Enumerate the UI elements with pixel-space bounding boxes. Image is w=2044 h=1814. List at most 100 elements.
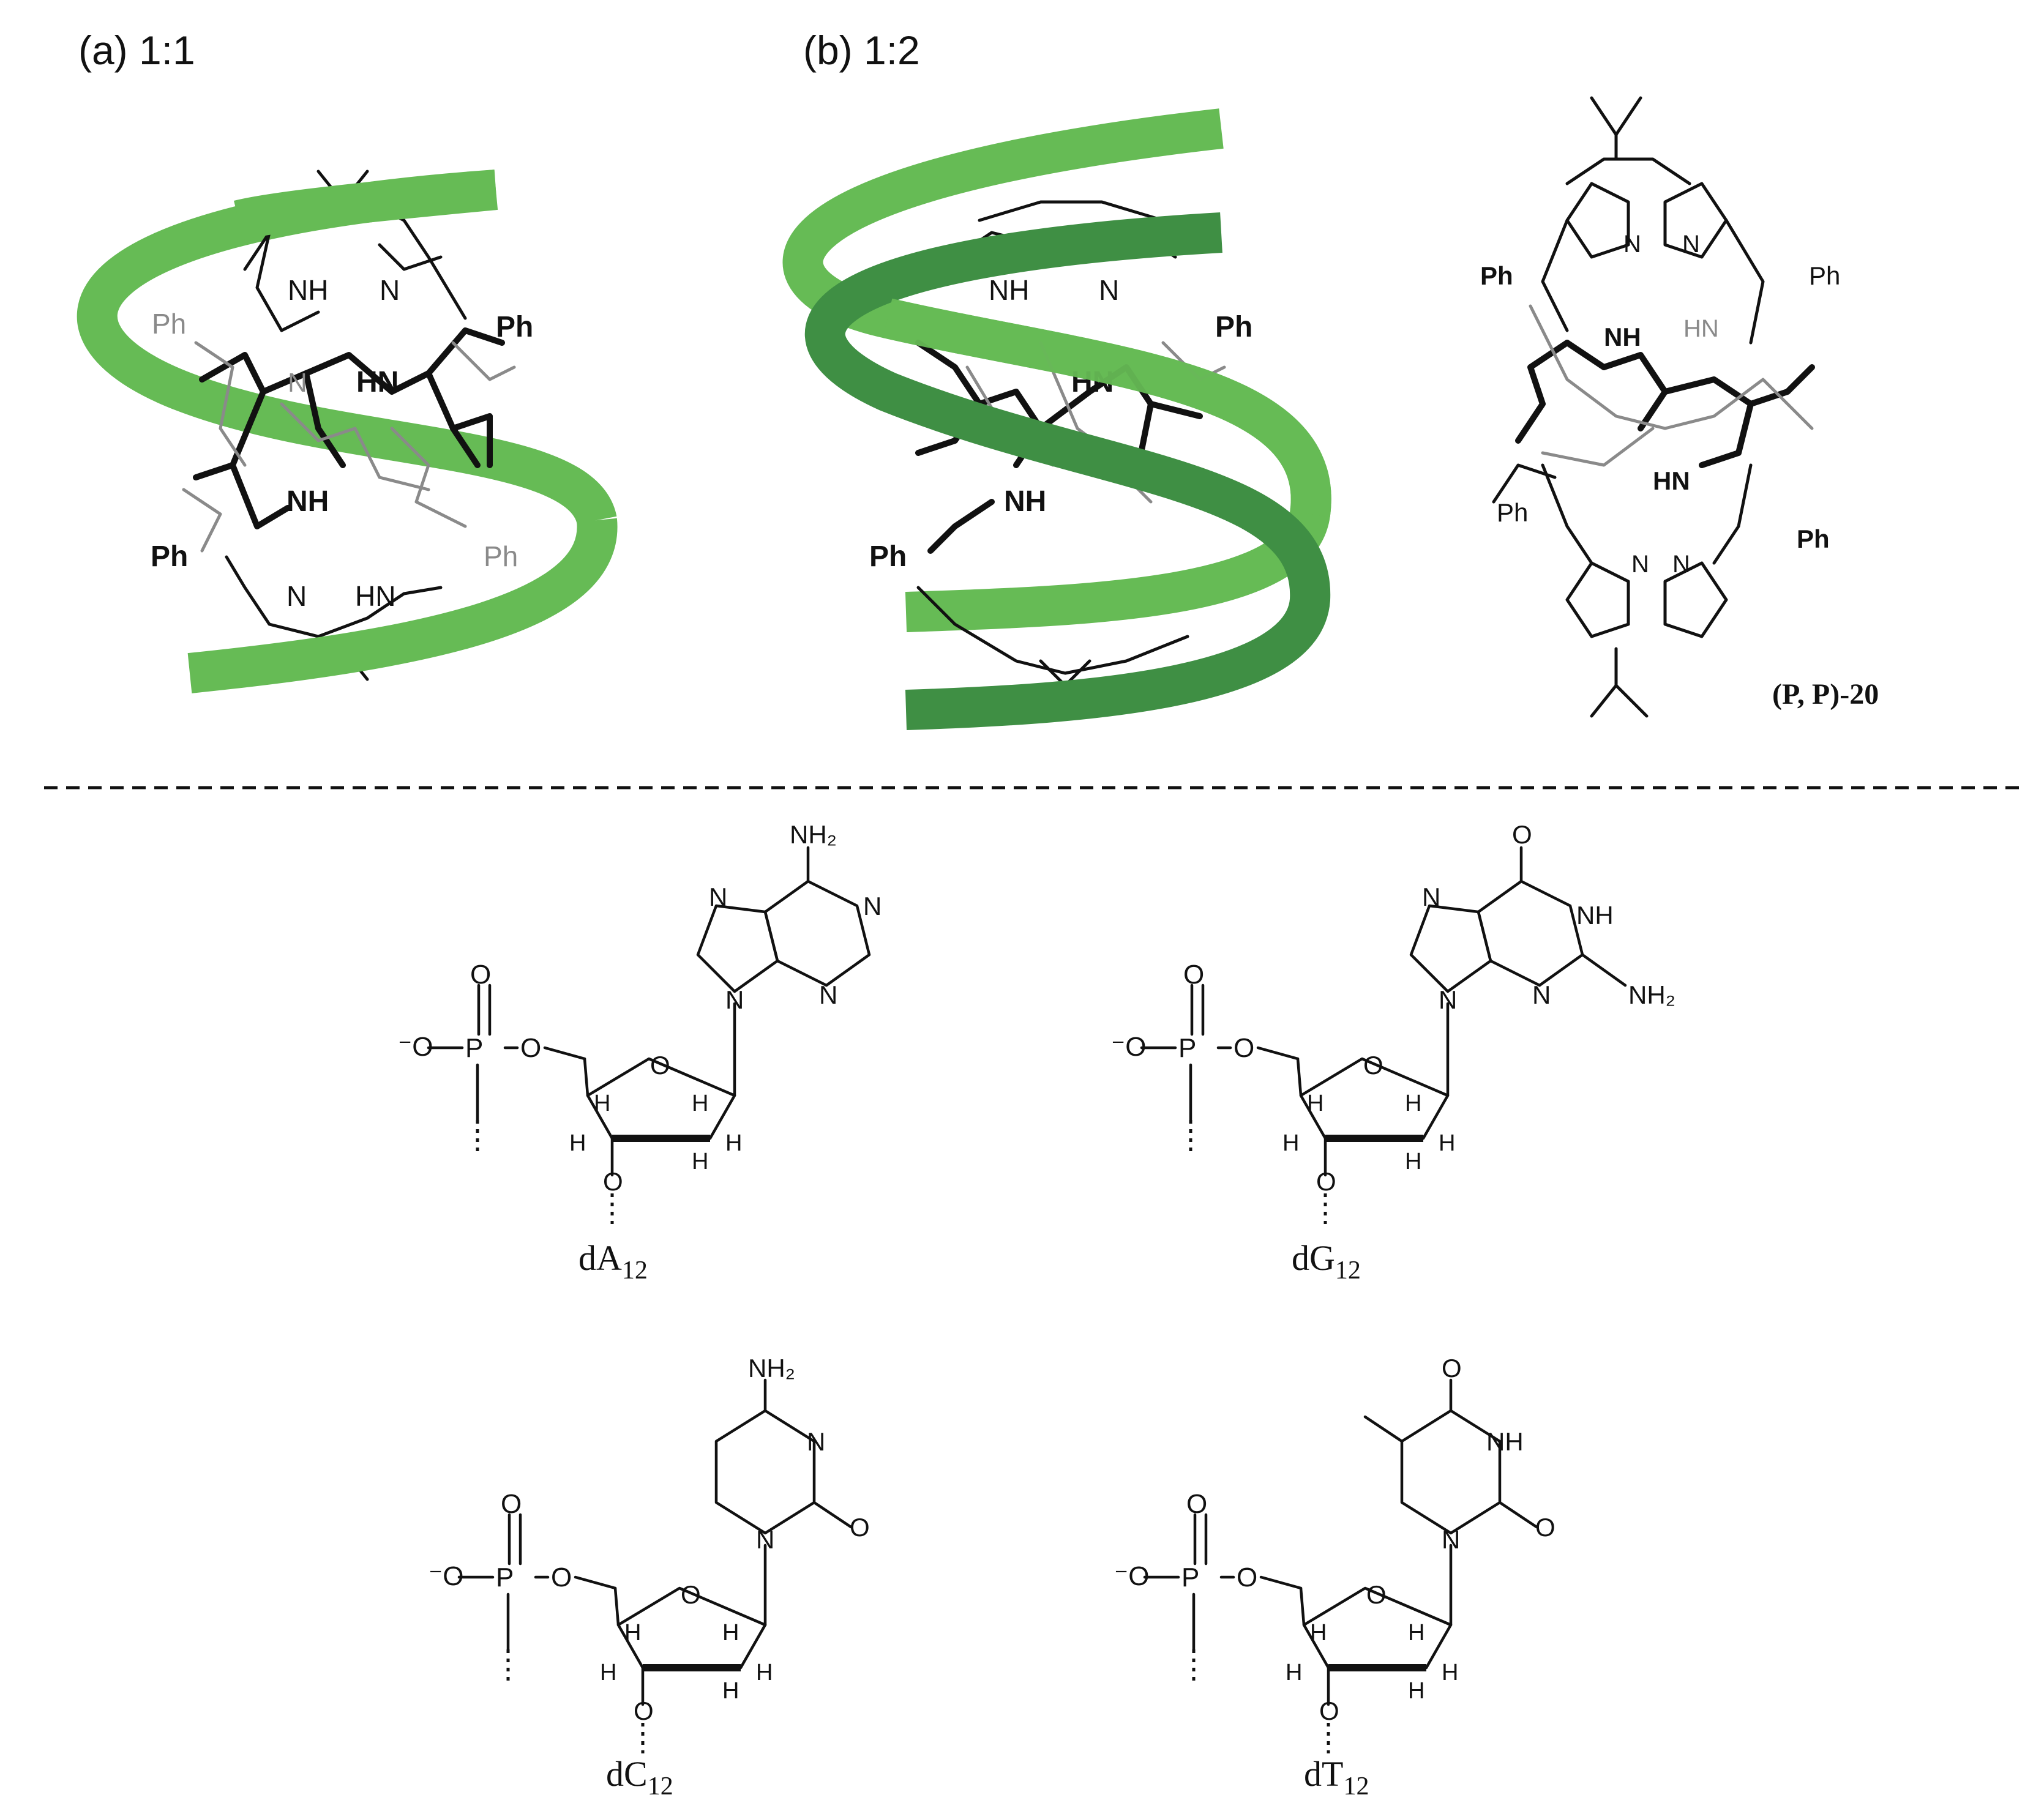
dT12-O-ring: O bbox=[1366, 1580, 1387, 1609]
dC12-N1: N bbox=[756, 1525, 774, 1554]
dT12-N1: N bbox=[1442, 1525, 1460, 1554]
pp20-label-ph-bottom-right: Ph bbox=[1797, 524, 1830, 553]
dG12-N7: N bbox=[1422, 883, 1440, 911]
dC12-O-minus: ⁻O bbox=[429, 1561, 463, 1591]
dC12-NH2: NH₂ bbox=[748, 1354, 795, 1383]
b-label-n-top: N bbox=[1099, 274, 1119, 306]
dA12-H3: H bbox=[569, 1130, 586, 1156]
dC12-O2: O bbox=[850, 1513, 870, 1542]
dG12-O-minus: ⁻O bbox=[1111, 1032, 1146, 1062]
a-label-nh-bold: NH bbox=[286, 485, 329, 518]
dT12-caption: dT12 bbox=[1304, 1754, 1369, 1801]
dT12-H4: H bbox=[1408, 1678, 1424, 1704]
dC12-O-ester: O bbox=[551, 1562, 572, 1592]
dA12-H2: H bbox=[692, 1091, 708, 1116]
dG12-N9: N bbox=[1439, 985, 1457, 1014]
dG12-O-ester: O bbox=[1234, 1033, 1254, 1063]
dG12-O3: O bbox=[1316, 1167, 1336, 1196]
a-label-ph-gray-right: Ph bbox=[484, 540, 518, 572]
dT12-H5: H bbox=[1442, 1660, 1458, 1685]
dA12-caption: dA12 bbox=[578, 1238, 648, 1285]
panel-a-complex: NH N Ph Ph N HN NH Ph Ph N HN bbox=[77, 170, 618, 693]
dT12-O-minus: ⁻O bbox=[1114, 1561, 1149, 1591]
dG12-H2: H bbox=[1405, 1091, 1421, 1116]
dC12-H5: H bbox=[756, 1660, 773, 1685]
helix-b-dark bbox=[804, 212, 1331, 730]
dC12-H3: H bbox=[600, 1660, 616, 1685]
pp20-label-ph-top-left: Ph bbox=[1480, 261, 1513, 290]
dA12-N1: N bbox=[863, 892, 882, 920]
dA12-N3: N bbox=[819, 980, 837, 1009]
dG12-O-ring: O bbox=[1363, 1051, 1383, 1080]
pp20-label-ph-bottom-left: Ph bbox=[1497, 498, 1528, 527]
helix-a-back bbox=[77, 170, 617, 526]
dG12-O-double: O bbox=[1183, 960, 1204, 990]
pp20-label-n-bottom-left: N bbox=[1631, 551, 1649, 578]
dA12-H1: H bbox=[594, 1091, 610, 1116]
dA12-O-ring: O bbox=[650, 1051, 670, 1080]
dC12-P: P bbox=[496, 1562, 514, 1592]
b-label-ph-right: Ph bbox=[1215, 311, 1252, 343]
dT12-H3: H bbox=[1286, 1660, 1302, 1685]
dG12-H1: H bbox=[1307, 1091, 1323, 1116]
dT12-O4: O bbox=[1442, 1354, 1462, 1383]
helix-a-top bbox=[234, 170, 498, 241]
dA12-NH2: NH₂ bbox=[790, 820, 837, 849]
a-label-n-bottom: N bbox=[286, 580, 307, 612]
dT12-O3: O bbox=[1319, 1696, 1339, 1725]
dC12-O3: O bbox=[634, 1696, 654, 1725]
dT12-O-ester: O bbox=[1237, 1562, 1257, 1592]
nucleotide-dC12 bbox=[457, 1378, 853, 1753]
helix-a-front bbox=[187, 518, 618, 693]
a-label-hn: HN bbox=[356, 366, 399, 398]
b-label-nh-top: NH bbox=[989, 274, 1029, 306]
b-label-ph-left: Ph bbox=[869, 540, 907, 573]
helix-b-light-front bbox=[883, 298, 1331, 517]
dC12-O-ring: O bbox=[681, 1580, 701, 1609]
dA12-N9: N bbox=[725, 985, 744, 1014]
dC12-O-double: O bbox=[501, 1489, 522, 1519]
dG12-NH: NH bbox=[1576, 901, 1614, 930]
dG12-N3: N bbox=[1532, 980, 1551, 1009]
pp20-structure bbox=[1492, 96, 1815, 718]
dA12-O-ester: O bbox=[520, 1033, 541, 1063]
a-label-ph-gray-left: Ph bbox=[152, 308, 186, 340]
dA12-N7: N bbox=[709, 883, 727, 911]
dT12-NH: NH bbox=[1486, 1427, 1524, 1456]
a-label-ph-right: Ph bbox=[496, 311, 533, 343]
b-label-nh-bold: NH bbox=[1004, 485, 1046, 518]
dT12-H2: H bbox=[1408, 1620, 1424, 1646]
pp20-label-n-bottom-right: N bbox=[1672, 551, 1690, 578]
a-label-n-top: N bbox=[380, 274, 400, 306]
dA12-O-double: O bbox=[470, 960, 491, 990]
pp20-compound-label: (P, P)-20 bbox=[1772, 678, 1879, 711]
dC12-N3: N bbox=[807, 1427, 825, 1456]
dG12-O6: O bbox=[1512, 820, 1532, 849]
a-label-nh-top: NH bbox=[288, 274, 328, 306]
dT12-O2: O bbox=[1535, 1513, 1555, 1542]
nucleotide-dT12 bbox=[1143, 1378, 1538, 1753]
dT12-O-double: O bbox=[1186, 1489, 1207, 1519]
dG12-NH2: NH₂ bbox=[1628, 980, 1675, 1009]
pp20-label-hn-bold: HN bbox=[1653, 466, 1690, 495]
dC12-caption: dC12 bbox=[606, 1754, 673, 1801]
dA12-H5: H bbox=[725, 1130, 742, 1156]
pp20-label-hn-gray: HN bbox=[1683, 315, 1719, 342]
dC12-H4: H bbox=[722, 1678, 739, 1704]
dG12-H4: H bbox=[1405, 1149, 1421, 1174]
a-label-ph-left: Ph bbox=[151, 540, 188, 573]
dG12-H5: H bbox=[1439, 1130, 1455, 1156]
dG12-H3: H bbox=[1282, 1130, 1299, 1156]
panel-a-label: (a) 1:1 bbox=[78, 28, 195, 73]
dA12-O3: O bbox=[603, 1167, 623, 1196]
dA12-H4: H bbox=[692, 1149, 708, 1174]
panel-b-complex: NH N Ph HN NH Ph bbox=[782, 108, 1331, 730]
dC12-H1: H bbox=[624, 1620, 641, 1646]
dA12-P: P bbox=[465, 1033, 483, 1063]
a-label-hn-bottom: HN bbox=[355, 580, 395, 612]
dG12-P: P bbox=[1178, 1033, 1196, 1063]
pp20-label-n-top-left: N bbox=[1623, 231, 1641, 258]
dA12-O-minus: ⁻O bbox=[398, 1032, 433, 1062]
a-label-n-gray: N bbox=[288, 368, 307, 398]
